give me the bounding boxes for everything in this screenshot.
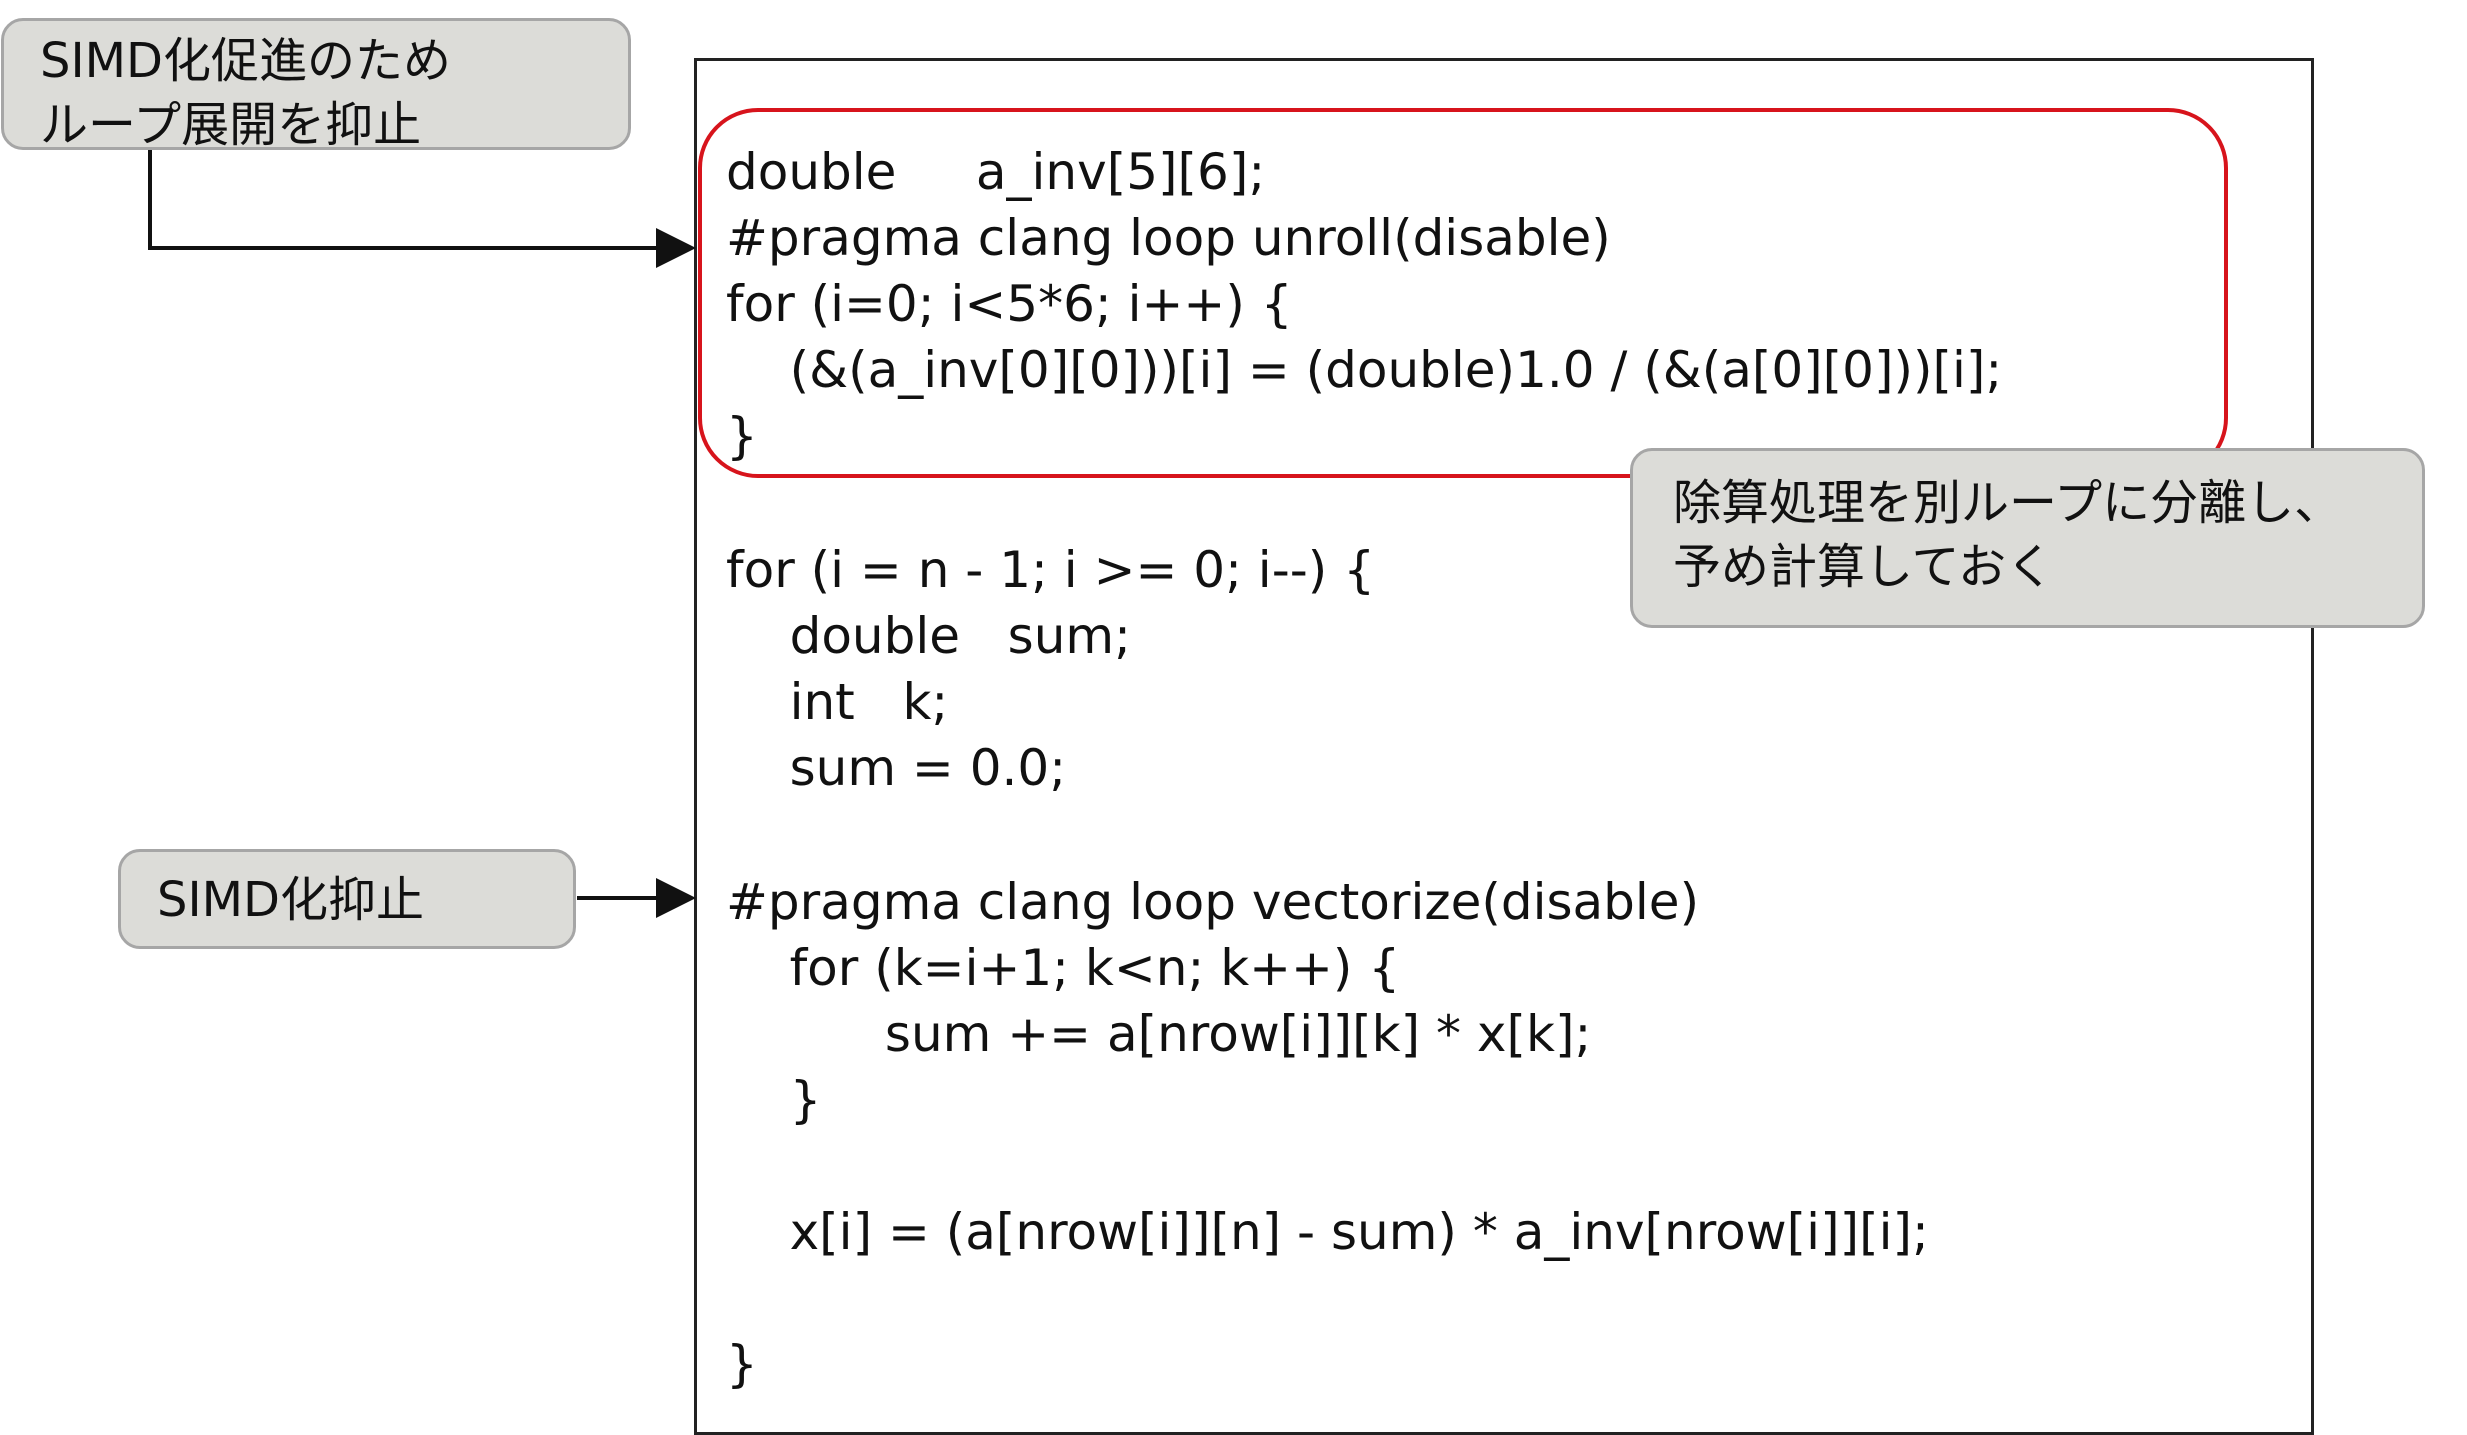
code-line-14: x[i] = (a[nrow[i]][n] - sum) * a_inv[nro… [726,1203,1929,1261]
code-line-13: } [726,1071,822,1129]
unroll-callout-arrow [148,148,696,268]
code-line-3: for (i=0; i<5*6; i++) { [726,275,1293,333]
code-line-9: sum = 0.0; [726,739,1067,797]
code-line-2: #pragma clang loop unroll(disable) [726,209,1611,267]
unroll-callout-line-2: ループ展開を抑止 [40,97,422,153]
code-line-5: } [726,407,758,465]
code-line-8: int k; [726,673,949,731]
division-loop-highlight [698,108,2228,478]
code-line-11: for (k=i+1; k<n; k++) { [726,939,1401,997]
divide-callout-line-2: 予め計算しておく [1673,539,2055,595]
division-separation-callout: 除算処理を別ループに分離し、 予め計算しておく [1630,448,2425,628]
code-line-12: sum += a[nrow[i]][k] * x[k]; [726,1005,1592,1063]
code-line-6: for (i = n - 1; i >= 0; i--) { [726,541,1375,599]
code-line-15: } [726,1335,758,1393]
unroll-callout-line-1: SIMD化促進のため [40,33,452,89]
code-line-10: #pragma clang loop vectorize(disable) [726,873,1700,931]
code-line-1: double a_inv[5][6]; [726,143,1266,201]
simd-callout-line-1: SIMD化抑止 [157,872,425,928]
code-line-7: double sum; [726,607,1131,665]
unroll-suppression-callout: SIMD化促進のため ループ展開を抑止 [1,18,631,153]
code-box [694,58,2314,1435]
divide-callout-line-1: 除算処理を別ループに分離し、 [1673,475,2343,531]
simd-suppression-callout: SIMD化抑止 [118,849,576,949]
code-line-4: (&(a_inv[0][0]))[i] = (double)1.0 / (&(a… [726,341,2003,399]
